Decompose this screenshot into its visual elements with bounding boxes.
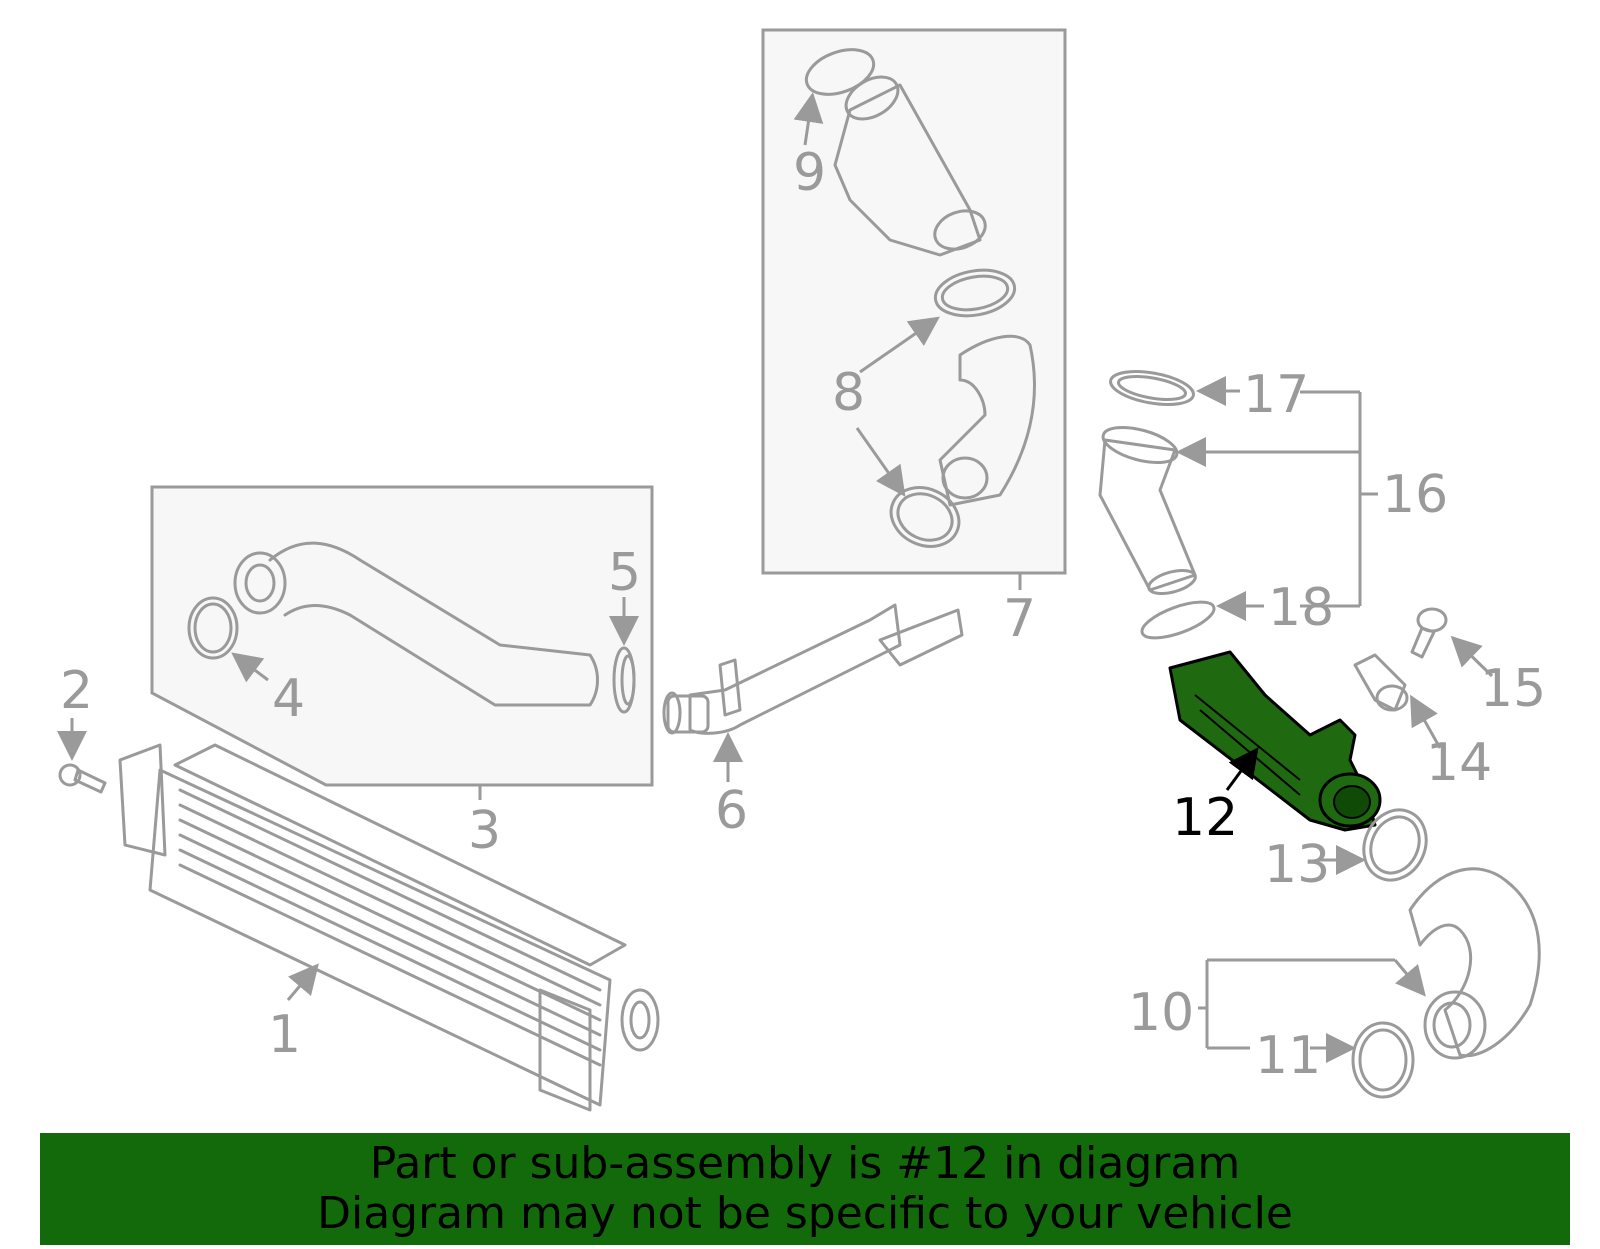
part-7-hose[interactable]	[938, 334, 1037, 507]
callout-9: 9	[793, 143, 826, 203]
part-10-hose[interactable]	[1408, 867, 1541, 1060]
callout-2: 2	[60, 661, 93, 721]
callout-16: 16	[1382, 465, 1448, 525]
banner-line-1: Part or sub-assembly is #12 in diagram	[369, 1138, 1241, 1189]
part-16-elbow-pipe[interactable]	[1098, 421, 1197, 598]
part-9-o-ring[interactable]	[800, 41, 879, 103]
callout-13: 13	[1264, 835, 1330, 895]
callout-10: 10	[1128, 983, 1194, 1043]
part-14-sensor[interactable]	[1353, 653, 1409, 712]
part-18-seal[interactable]	[1138, 595, 1218, 645]
part-12-charge-pipe[interactable]	[1168, 650, 1382, 832]
banner-line-2: Diagram may not be specific to your vehi…	[317, 1188, 1293, 1239]
part-8-clamp-upper[interactable]	[932, 264, 1018, 321]
callout-12: 12	[1172, 788, 1238, 848]
part-5-clamp[interactable]	[612, 646, 636, 714]
part-6-pipe[interactable]	[662, 603, 964, 735]
part-15-bolt[interactable]	[1410, 607, 1448, 659]
callout-14: 14	[1426, 733, 1492, 793]
callout-6: 6	[715, 781, 748, 841]
callout-11: 11	[1255, 1026, 1321, 1086]
group-box-3	[150, 485, 654, 787]
callout-3: 3	[468, 801, 501, 861]
part-13-clamp[interactable]	[1353, 800, 1438, 891]
part-7-throttle-housing[interactable]	[833, 68, 991, 257]
callout-1: 1	[268, 1005, 301, 1065]
leader-lines	[57, 92, 1494, 1063]
part-17-gasket[interactable]	[1108, 366, 1196, 410]
callout-7: 7	[1003, 589, 1036, 649]
callout-4: 4	[272, 669, 305, 729]
callout-18: 18	[1268, 578, 1334, 638]
callout-15: 15	[1480, 659, 1546, 719]
info-banner: Part or sub-assembly is #12 in diagram D…	[40, 1133, 1570, 1245]
callout-17: 17	[1243, 365, 1309, 425]
callout-8: 8	[832, 363, 865, 423]
callout-5: 5	[608, 543, 641, 603]
part-8-clamp-lower[interactable]	[881, 477, 968, 557]
part-2-bolt[interactable]	[58, 763, 107, 794]
part-11-o-ring[interactable]	[1351, 1021, 1415, 1099]
part-4-o-ring[interactable]	[187, 596, 239, 660]
part-1-intercooler[interactable]	[118, 743, 660, 1112]
part-3-hose[interactable]	[233, 541, 599, 707]
